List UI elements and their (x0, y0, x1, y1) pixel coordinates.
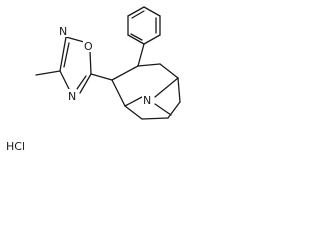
bridge-nitrogen-label: N (143, 94, 151, 107)
salt-label: HCl (6, 140, 25, 153)
bicyclic-skeleton (111, 63, 181, 120)
ring-nitrogen-top-label: N (59, 25, 67, 38)
phenyl-linker-bond (137, 43, 145, 67)
molecule-structure: O N N N HCl (6, 6, 181, 153)
phenyl-ring (127, 6, 161, 45)
linker-bond (90, 73, 113, 81)
oxygen-label: O (84, 40, 93, 53)
oxadiazole-ring (59, 36, 92, 94)
methyl-bond (35, 70, 61, 76)
ring-nitrogen-bottom-label: N (68, 90, 76, 103)
